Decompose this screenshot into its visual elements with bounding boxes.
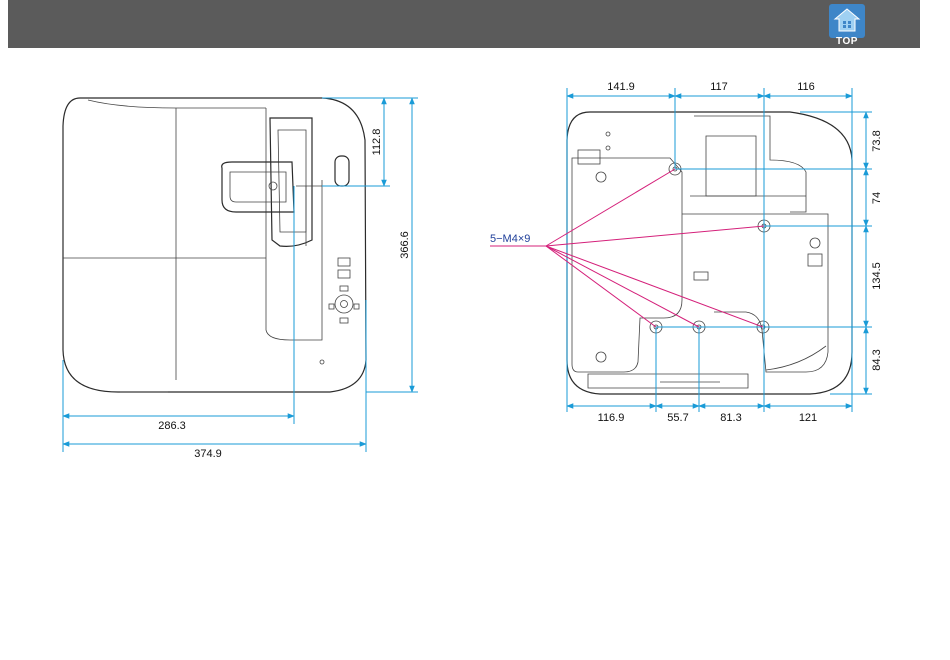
dim-55-7: 55.7 (667, 412, 688, 424)
dim-74: 74 (871, 192, 883, 204)
dim-366-6: 366.6 (399, 231, 411, 259)
dim-286-3: 286.3 (158, 420, 186, 432)
dim-116: 116 (797, 81, 815, 93)
dim-134-5: 134.5 (871, 262, 883, 290)
screw-leader-lines (490, 169, 764, 327)
dim-116-9: 116.9 (598, 412, 625, 424)
top-view-drawing (63, 98, 366, 392)
bottom-view-dimensions (567, 88, 872, 412)
screw-label: 5−M4×9 (490, 233, 530, 245)
dim-121: 121 (799, 412, 817, 424)
dim-141-9: 141.9 (607, 81, 635, 93)
dim-117: 117 (710, 81, 728, 93)
bottom-view-drawing (567, 112, 852, 394)
dim-374-9: 374.9 (194, 448, 222, 460)
dim-73-8: 73.8 (871, 130, 883, 151)
dim-81-3: 81.3 (720, 412, 741, 424)
dim-112-8: 112.8 (371, 129, 383, 156)
dim-84-3: 84.3 (871, 349, 883, 370)
